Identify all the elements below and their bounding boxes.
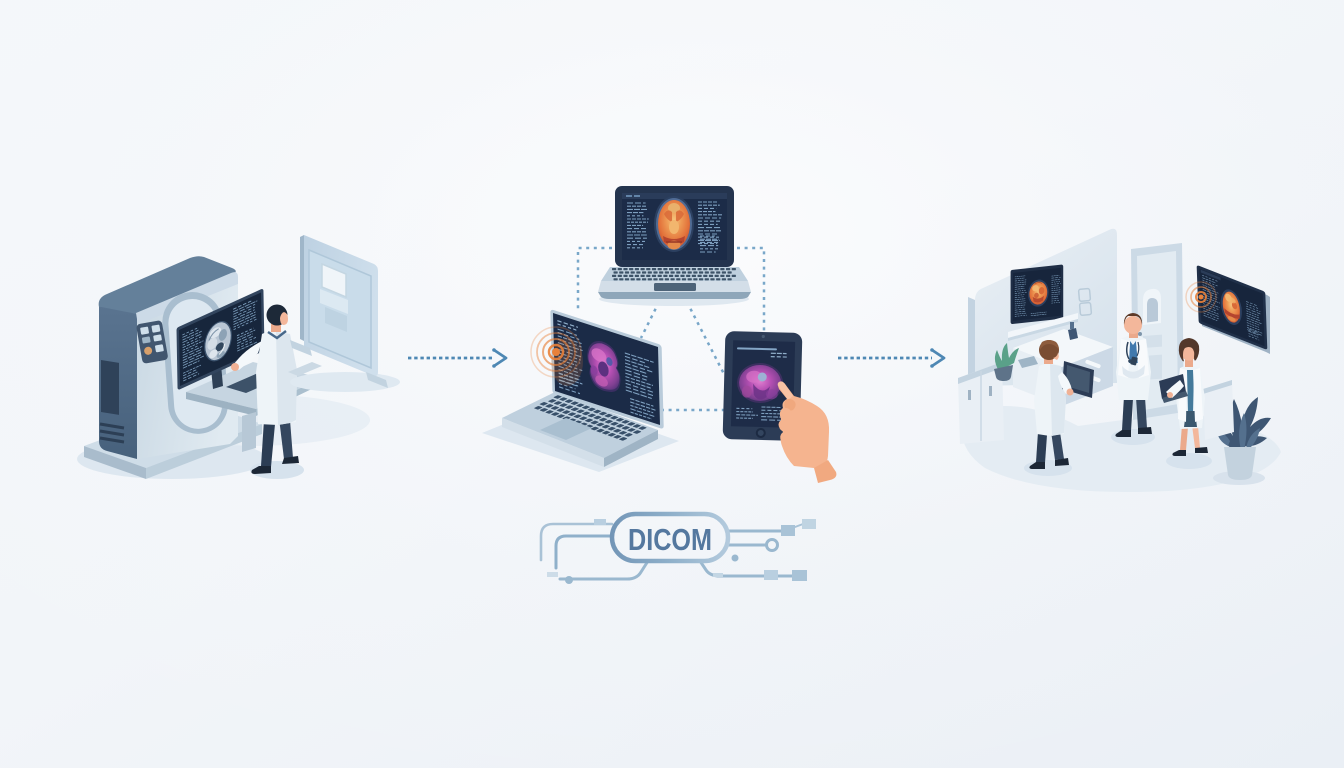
svg-text:DICOM: DICOM — [628, 522, 712, 557]
